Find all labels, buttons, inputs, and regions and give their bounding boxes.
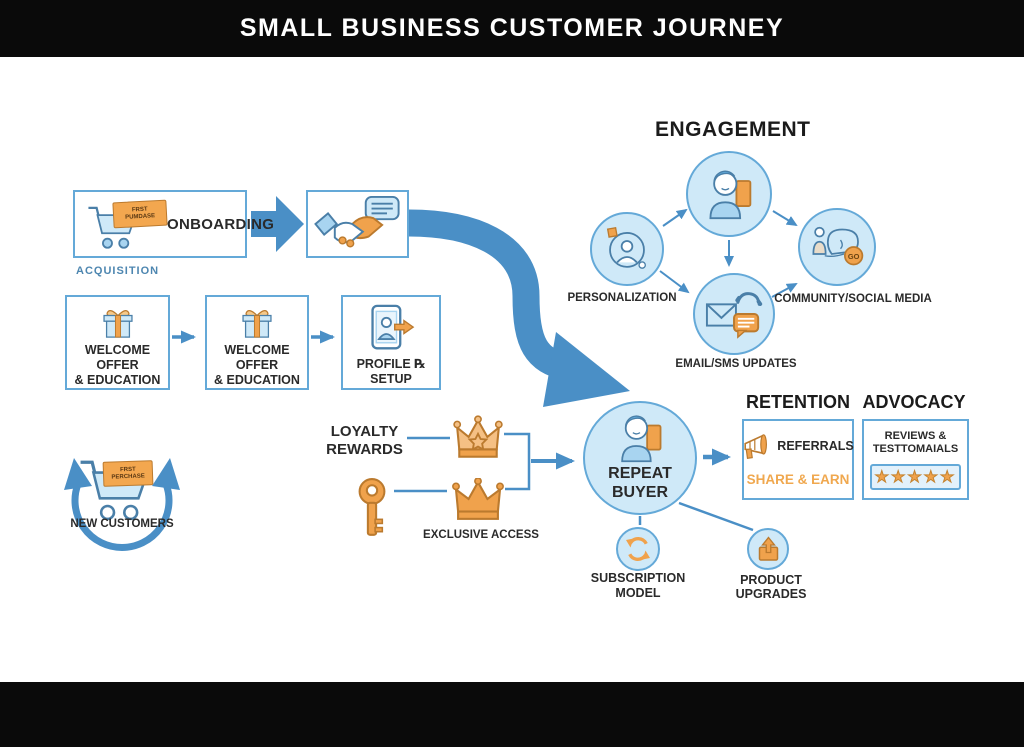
repeat-buyer-label-a: REPEAT: [608, 465, 672, 482]
community-label: COMMUNITY/SOCIAL MEDIA: [774, 293, 932, 305]
advocacy-box: REVIEWS & TESTTOMAIALS ★★★★★: [862, 419, 969, 500]
personalization-icon: [606, 226, 646, 269]
top-title-bar: SMALL BUSINESS CUSTOMER JOURNEY: [0, 0, 1024, 57]
key-icon: [358, 478, 386, 536]
refresh-icon: [626, 537, 650, 561]
reviews-label-b: TESTTOMAIALS: [872, 443, 959, 455]
exclusive-access-label: EXCLUSIVE ACCESS: [423, 529, 539, 541]
swoosh-arrow: [408, 209, 570, 381]
gift-icon: [242, 310, 272, 338]
engagement-heading: ENGAGEMENT: [655, 118, 811, 141]
subscription-circle: [616, 527, 660, 571]
onboarding-label: ONBOARDING: [167, 216, 275, 233]
new-customers-label: NEW CUSTOMERS: [70, 518, 174, 530]
profile-label-a: PROFILE ℞: [356, 357, 426, 371]
engagement-person-circle: [686, 151, 772, 237]
welcome-label-1b: & EDUCATION: [74, 373, 161, 387]
handshake-box: [306, 190, 409, 258]
repeat-buyer-person-icon: [621, 415, 662, 463]
social-media-circle: GO: [798, 208, 876, 286]
profile-tablet-icon: [371, 304, 415, 350]
upload-icon: [758, 535, 778, 561]
gift-icon: [102, 310, 133, 338]
welcome-label-2a: WELCOME OFFER: [224, 343, 290, 372]
email-phone-chat-icon: [705, 292, 763, 339]
loop-arrow: [71, 482, 173, 552]
page-title: SMALL BUSINESS CUSTOMER JOURNEY: [239, 14, 785, 42]
onboarding-box: FRST PUMDASE ONBOARDING: [73, 190, 275, 258]
megaphone-icon: [744, 434, 768, 459]
new-customers-tag: FRST PERCHASE: [102, 460, 154, 487]
welcome-offer-box-2: WELCOME OFFER & EDUCATION: [205, 295, 309, 390]
retention-heading: RETENTION: [745, 392, 850, 412]
share-earn-label: SHARE & EARN: [746, 472, 850, 487]
subscription-label-a: SUBSCRIPTION: [590, 571, 686, 585]
acquisition-label: ACQUISITION: [76, 265, 160, 277]
email-updates-label: EMAIL/SMS UPDATES: [675, 358, 797, 370]
product-upgrades-label: PRODUCT UPGRADES: [735, 573, 807, 601]
loyalty-rewards-label-b: REWARDS: [326, 441, 403, 458]
swoosh-arrowhead: [543, 332, 630, 407]
go-badge: GO: [848, 252, 860, 261]
bottom-bar: [0, 682, 1024, 747]
subscription-label-b: MODEL: [615, 586, 661, 600]
personalization-circle: [590, 212, 664, 286]
five-star-rating: ★★★★★: [870, 463, 961, 490]
crown-icon: [452, 478, 504, 520]
person-icon: [709, 170, 752, 220]
welcome-offer-box-1: WELCOME OFFER & EDUCATION: [65, 295, 170, 390]
repeat-buyer-label-b: BUYER: [611, 484, 668, 501]
retention-box: REFERRALS SHARE & EARN: [742, 419, 854, 500]
personalization-label: PERSONALIZATION: [567, 292, 677, 304]
profile-setup-box: PROFILE ℞ SETUP: [341, 295, 441, 390]
welcome-label-2b: & EDUCATION: [214, 373, 300, 387]
referrals-label: REFERRALS: [777, 439, 854, 453]
profile-label-b: SETUP: [370, 372, 412, 386]
social-media-icon: GO: [812, 226, 864, 266]
handshake-icon: [313, 195, 400, 248]
product-upgrades-circle: [747, 528, 789, 570]
first-purchase-tag: FRST PUMDASE: [112, 199, 168, 229]
email-sms-circle: [693, 273, 775, 355]
repeat-buyer-circle: REPEAT BUYER: [583, 401, 697, 515]
block-arrow: [251, 196, 304, 252]
crown-star-icon: [453, 415, 503, 458]
reviews-label-a: REVIEWS &: [884, 429, 947, 442]
advocacy-heading: ADVOCACY: [862, 392, 966, 412]
welcome-label-1a: WELCOME OFFER: [84, 343, 151, 372]
loyalty-rewards-label-a: LOYALTY: [330, 423, 399, 440]
